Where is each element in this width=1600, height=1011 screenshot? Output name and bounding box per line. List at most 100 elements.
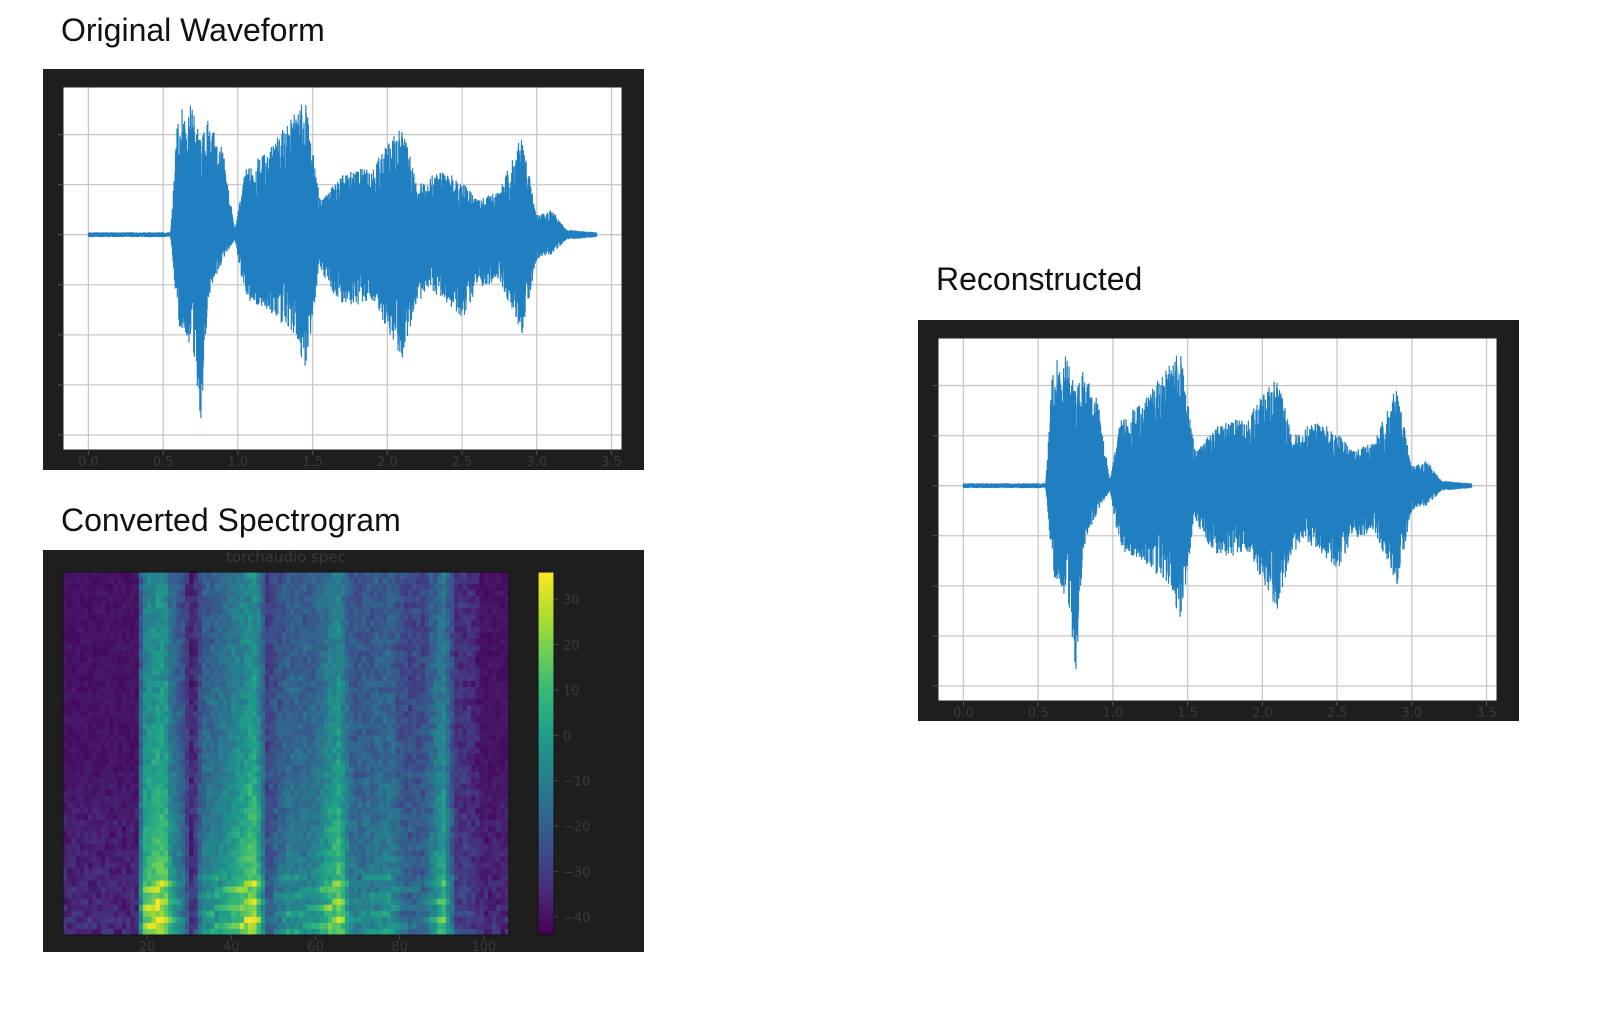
heatmap-cell — [269, 765, 274, 773]
heatmap-cell — [155, 820, 161, 827]
heatmap-cell — [408, 741, 413, 748]
heatmap-cell — [391, 928, 396, 936]
heatmap-cell — [370, 729, 375, 736]
heatmap-cell — [361, 668, 367, 676]
heatmap-cell — [121, 650, 127, 658]
heatmap-cell — [273, 644, 278, 652]
heatmap-cell — [344, 771, 350, 779]
heatmap-cell — [92, 753, 98, 760]
heatmap-cell — [231, 928, 236, 936]
heatmap-cell — [100, 874, 106, 881]
heatmap-cell — [361, 680, 367, 688]
heatmap-cell — [286, 916, 291, 924]
heatmap-cell — [269, 856, 274, 863]
heatmap-cell — [155, 602, 161, 609]
heatmap-cell — [100, 608, 106, 615]
heatmap-cell — [273, 584, 278, 591]
heatmap-cell — [109, 590, 114, 597]
heatmap-cell — [399, 693, 405, 700]
heatmap-cell — [130, 674, 135, 682]
heatmap-cell — [328, 705, 333, 712]
heatmap-cell — [286, 801, 291, 809]
heatmap-cell — [298, 801, 304, 809]
heatmap-cell — [357, 686, 363, 694]
heatmap-cell — [163, 844, 169, 851]
heatmap-cell — [344, 735, 350, 742]
heatmap-cell — [307, 572, 312, 579]
heatmap-cell — [71, 620, 77, 627]
heatmap-cell — [71, 723, 77, 730]
heatmap-cell — [155, 741, 161, 748]
heatmap-cell — [239, 916, 245, 924]
heatmap-cell — [197, 705, 203, 712]
heatmap-cell — [273, 862, 278, 869]
heatmap-cell — [349, 910, 354, 918]
heatmap-cell — [336, 814, 342, 821]
heatmap-cell — [374, 590, 379, 597]
heatmap-cell — [243, 644, 249, 652]
heatmap-cell — [201, 693, 207, 700]
heatmap-cell — [185, 880, 190, 887]
heatmap-cell — [328, 910, 333, 918]
heatmap-cell — [142, 753, 148, 760]
heatmap-cell — [100, 814, 106, 821]
heatmap-cell — [248, 602, 253, 609]
heatmap-cell — [88, 723, 93, 730]
heatmap-cell — [374, 904, 379, 912]
heatmap-cell — [117, 856, 123, 863]
heatmap-cell — [185, 844, 190, 851]
heatmap-cell — [92, 596, 98, 603]
heatmap-cell — [302, 898, 308, 906]
heatmap-cell — [382, 680, 388, 688]
heatmap-cell — [344, 868, 350, 875]
heatmap-cell — [130, 874, 135, 881]
heatmap-cell — [218, 850, 224, 857]
heatmap-cell — [92, 838, 98, 845]
heatmap-cell — [172, 922, 178, 930]
heatmap-cell — [67, 644, 72, 652]
heatmap-cell — [63, 753, 68, 760]
heatmap-cell — [176, 705, 182, 712]
heatmap-cell — [142, 777, 148, 785]
heatmap-cell — [332, 680, 337, 688]
heatmap-cell — [218, 578, 224, 585]
heatmap-cell — [302, 789, 308, 797]
heatmap-cell — [168, 735, 173, 742]
heatmap-cell — [256, 922, 262, 930]
heatmap-cell — [189, 572, 194, 579]
heatmap-cell — [302, 928, 308, 936]
heatmap-cell — [142, 662, 148, 670]
heatmap-cell — [349, 850, 354, 857]
heatmap-cell — [391, 868, 396, 875]
heatmap-cell — [323, 644, 329, 652]
heatmap-cell — [63, 578, 68, 585]
heatmap-cell — [399, 729, 405, 736]
heatmap-cell — [252, 862, 257, 869]
heatmap-cell — [227, 880, 232, 887]
heatmap-cell — [315, 686, 321, 694]
heatmap-cell — [63, 735, 68, 742]
heatmap-cell — [151, 668, 156, 676]
x-tick-label: 0.0 — [78, 455, 99, 470]
heatmap-cell — [391, 862, 396, 869]
heatmap-cell — [239, 693, 245, 700]
heatmap-cell — [403, 904, 409, 912]
heatmap-cell — [382, 789, 388, 797]
heatmap-cell — [105, 844, 110, 851]
heatmap-cell — [121, 795, 127, 803]
heatmap-cell — [365, 856, 371, 863]
heatmap-cell — [172, 699, 178, 706]
heatmap-cell — [96, 753, 102, 760]
heatmap-cell — [201, 850, 207, 857]
heatmap-cell — [235, 614, 241, 621]
heatmap-cell — [67, 826, 72, 833]
heatmap-cell — [269, 572, 274, 579]
heatmap-cell — [117, 892, 123, 900]
heatmap-cell — [96, 904, 102, 912]
heatmap-cell — [193, 608, 199, 615]
heatmap-cell — [294, 699, 300, 706]
heatmap-cell — [227, 680, 232, 688]
heatmap-cell — [365, 590, 371, 597]
heatmap-cell — [193, 705, 199, 712]
heatmap-cell — [113, 674, 119, 682]
